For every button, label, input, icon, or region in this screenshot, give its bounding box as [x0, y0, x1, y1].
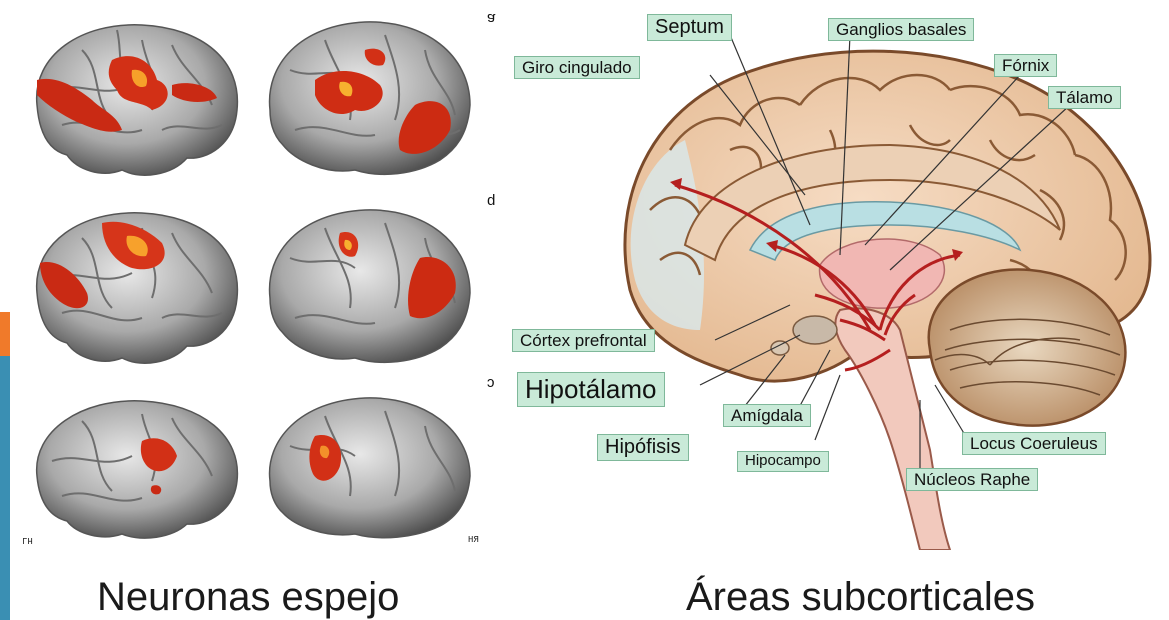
slide-accent-bar-blue — [0, 356, 10, 620]
brain-render-c-right — [255, 386, 485, 546]
label-ganglios-basales: Ganglios basales — [828, 18, 974, 41]
row-mark-c: c — [487, 374, 495, 391]
brain-render-a-left — [22, 10, 252, 185]
label-amigdala: Amígdala — [723, 404, 811, 427]
hemisphere-tag-right: RH — [468, 535, 479, 545]
caption-neuronas-espejo: Neuronas espejo — [97, 575, 399, 620]
label-nucleos-raphe: Núcleos Raphe — [906, 468, 1038, 491]
label-hipocampo: Hipocampo — [737, 451, 829, 472]
row-mark-a: a — [487, 10, 495, 27]
row-mark-b: b — [487, 192, 495, 209]
caption-areas-subcorticales: Áreas subcorticales — [686, 575, 1035, 620]
hemisphere-tag-left: LH — [22, 535, 33, 545]
brain-render-a-right — [255, 10, 485, 185]
brain-render-b-right — [255, 198, 485, 373]
label-cortex-prefrontal: Córtex prefrontal — [512, 329, 655, 352]
label-talamo: Tálamo — [1048, 86, 1121, 109]
brain-render-b-left — [22, 198, 252, 373]
slide-accent-bar-orange — [0, 312, 10, 356]
label-giro-cingulado: Giro cingulado — [514, 56, 640, 79]
label-fornix: Fórnix — [994, 54, 1057, 77]
label-hipotalamo: Hipotálamo — [517, 372, 665, 407]
brain-render-c-left — [22, 386, 252, 546]
label-locus-coeruleus: Locus Coeruleus — [962, 432, 1106, 455]
label-hipofisis: Hipófisis — [597, 434, 689, 461]
label-septum: Septum — [647, 14, 732, 41]
